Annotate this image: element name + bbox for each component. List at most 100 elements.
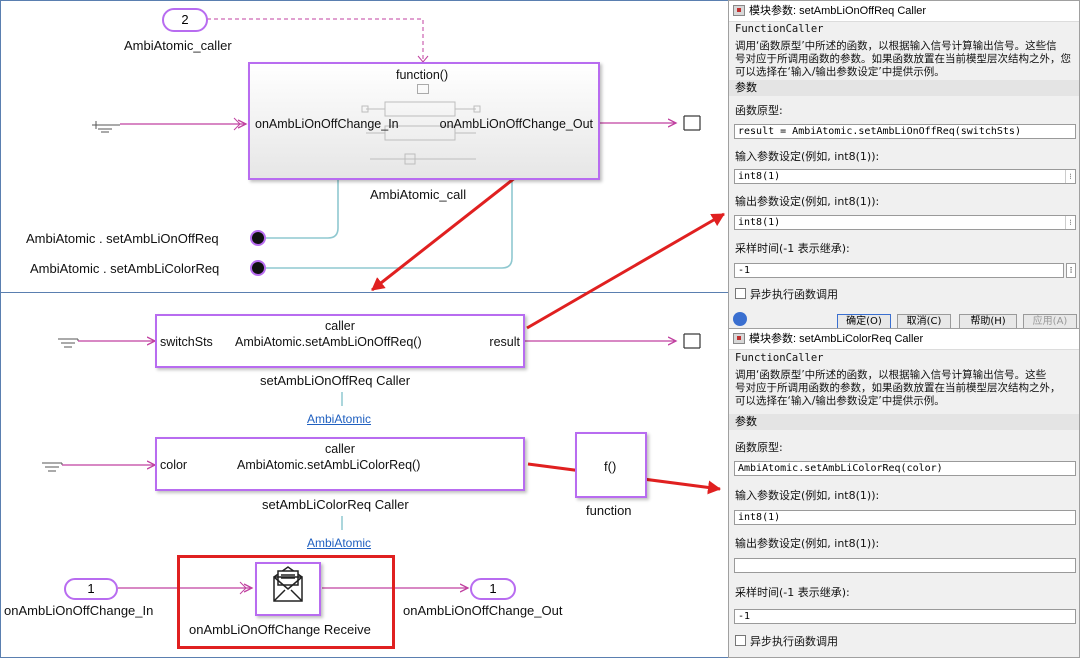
server-label-color: AmbiAtomic . setAmbLiColorReq [30, 261, 220, 276]
caller-port-label: AmbiAtomic_caller [124, 38, 232, 53]
caller-header: caller [325, 319, 355, 333]
caller-input-port: color [160, 458, 188, 472]
receive-block-name: onAmbLiOnOffChange Receive [189, 622, 371, 637]
prototype-value: result = AmbiAtomic.setAmbLiOnOffReq(swi… [738, 126, 1021, 137]
caller-output-port: result [489, 335, 520, 349]
block-type-label: FunctionCaller [735, 23, 824, 35]
params-group-header: 参数 [729, 414, 1079, 430]
ground-icon [92, 121, 120, 133]
caller-prototype: AmbiAtomic.setAmbLiOnOffReq() [235, 335, 422, 349]
description-line-2: 号对应于所调用函数的参数。如果函数放置在当前模型层次结构之外，您 [735, 53, 1071, 65]
input-spec-label: 输入参数设定(例如, int8(1)): [735, 150, 880, 163]
subsystem-title: function() [396, 68, 449, 82]
sample-time-value: -1 [738, 611, 751, 622]
sample-time-value: -1 [738, 265, 751, 276]
output-spec-field[interactable] [734, 558, 1076, 573]
function-block[interactable]: f() [575, 432, 647, 498]
field-menu-icon[interactable]: ⁝ [1065, 170, 1075, 183]
sample-time-field[interactable]: -1 [734, 609, 1076, 624]
terminator-icon [683, 115, 701, 131]
sample-time-menu-icon[interactable]: ⁝ [1066, 263, 1076, 278]
output-spec-field[interactable]: int8(1) ⁝ [734, 215, 1076, 230]
prototype-label: 函数原型: [735, 104, 783, 117]
caller-port[interactable]: 2 [162, 8, 208, 32]
outport-number: 1 [489, 581, 497, 596]
checkbox-icon[interactable] [735, 288, 746, 299]
input-spec-field[interactable]: int8(1) [734, 510, 1076, 525]
dialog-title-bar: 模块参数: setAmbLiOnOffReq Caller [729, 1, 1079, 22]
caller-input-port: switchSts [160, 335, 213, 349]
ground-icon [58, 338, 79, 348]
subsystem-name: AmbiAtomic_call [370, 187, 467, 202]
caller-port-number: 2 [181, 12, 189, 27]
server-port-on-off-icon[interactable] [250, 230, 266, 246]
params-group-header: 参数 [729, 80, 1079, 96]
message-envelope-icon [273, 566, 303, 602]
sample-time-field[interactable]: -1 [734, 263, 1064, 278]
server-line-color [256, 180, 513, 269]
function-call-subsystem[interactable]: function() onAmbLiOnOffChange_In onAmbLi… [248, 62, 600, 180]
caller-header: caller [325, 442, 355, 456]
prototype-field[interactable]: result = AmbiAtomic.setAmbLiOnOffReq(swi… [734, 124, 1076, 139]
description-line-2: 号对应于所调用函数的参数，如果函数放置在当前模型层次结构之外， [735, 382, 1061, 394]
output-spec-label: 输出参数设定(例如, int8(1)): [735, 537, 880, 550]
dialog-title-bar: 模块参数: setAmbLiColorReq Caller [729, 329, 1079, 350]
outport-label: onAmbLiOnOffChange_Out [403, 603, 563, 618]
inport-number: 1 [87, 581, 95, 596]
async-checkbox[interactable]: 异步执行函数调用 [735, 286, 838, 302]
color-caller-name: setAmbLiColorReq Caller [262, 497, 409, 512]
prototype-value: AmbiAtomic.setAmbLiColorReq(color) [738, 463, 943, 474]
ambiatomic-link-1[interactable]: AmbiAtomic [307, 412, 372, 426]
ground-icon [42, 462, 63, 472]
cancel-button[interactable]: 取消(C) [897, 314, 951, 329]
server-label-on-off: AmbiAtomic . setAmbLiOnOffReq [26, 231, 219, 246]
simulink-block-icon [733, 5, 745, 16]
block-parameters-dialog-color: 模块参数: setAmbLiColorReq Caller FunctionCa… [728, 328, 1080, 658]
color-caller-block[interactable]: caller color AmbiAtomic.setAmbLiColorReq… [155, 437, 525, 491]
outport-1[interactable]: 1 [470, 578, 516, 600]
help-circle-icon[interactable] [733, 312, 747, 326]
prototype-field[interactable]: AmbiAtomic.setAmbLiColorReq(color) [734, 461, 1076, 476]
input-spec-label: 输入参数设定(例如, int8(1)): [735, 489, 880, 502]
async-label: 异步执行函数调用 [750, 288, 838, 301]
input-spec-value: int8(1) [738, 512, 781, 523]
ok-button[interactable]: 确定(O) [837, 314, 891, 329]
description-line-1: 调用‘函数原型’中所述的函数，以根据输入信号计算输出信号。这些 [735, 369, 1047, 381]
prototype-label: 函数原型: [735, 441, 783, 454]
simulink-block-icon [733, 333, 745, 344]
on-off-caller-name: setAmbLiOnOffReq Caller [260, 373, 411, 388]
description-line-3: 可以选择在‘输入/输出参数设定’中提供示例。 [735, 395, 945, 407]
annotation-arrow-1 [371, 168, 526, 292]
caller-prototype: AmbiAtomic.setAmbLiColorReq() [237, 458, 421, 472]
input-spec-value: int8(1) [738, 171, 781, 182]
function-block-name: function [586, 503, 632, 518]
apply-button[interactable]: 应用(A) [1023, 314, 1077, 329]
dialog-title: 模块参数: setAmbLiColorReq Caller [749, 333, 924, 345]
output-spec-label: 输出参数设定(例如, int8(1)): [735, 195, 880, 208]
block-type-label: FunctionCaller [735, 352, 824, 364]
highlight-box [177, 555, 395, 649]
input-spec-field[interactable]: int8(1) ⁝ [734, 169, 1076, 184]
async-label: 异步执行函数调用 [750, 635, 838, 648]
help-button[interactable]: 帮助(H) [959, 314, 1017, 329]
annotation-arrow-2 [526, 212, 725, 330]
checkbox-icon[interactable] [735, 635, 746, 646]
description-line-3: 可以选择在‘输入/输出参数设定’中提供示例。 [735, 66, 945, 78]
server-port-color-icon[interactable] [250, 260, 266, 276]
inport-1[interactable]: 1 [64, 578, 118, 600]
terminator-icon [683, 333, 701, 349]
field-menu-icon[interactable]: ⁝ [1065, 216, 1075, 229]
server-line-on-off [256, 180, 339, 239]
function-glyph: f() [604, 459, 617, 474]
function-call-line [207, 18, 424, 62]
sample-time-label: 采样时间(-1 表示继承): [735, 242, 850, 255]
receive-block[interactable] [255, 562, 321, 616]
dialog-title: 模块参数: setAmbLiOnOffReq Caller [749, 5, 927, 17]
subsystem-contents-icon [361, 101, 481, 165]
async-checkbox[interactable]: 异步执行函数调用 [735, 633, 838, 649]
ambiatomic-link-2[interactable]: AmbiAtomic [307, 536, 372, 550]
output-spec-value: int8(1) [738, 217, 781, 228]
trigger-port-icon [417, 84, 429, 94]
subsystem-input-port: onAmbLiOnOffChange_In [255, 117, 399, 131]
on-off-caller-block[interactable]: caller switchSts AmbiAtomic.setAmbLiOnOf… [155, 314, 525, 368]
